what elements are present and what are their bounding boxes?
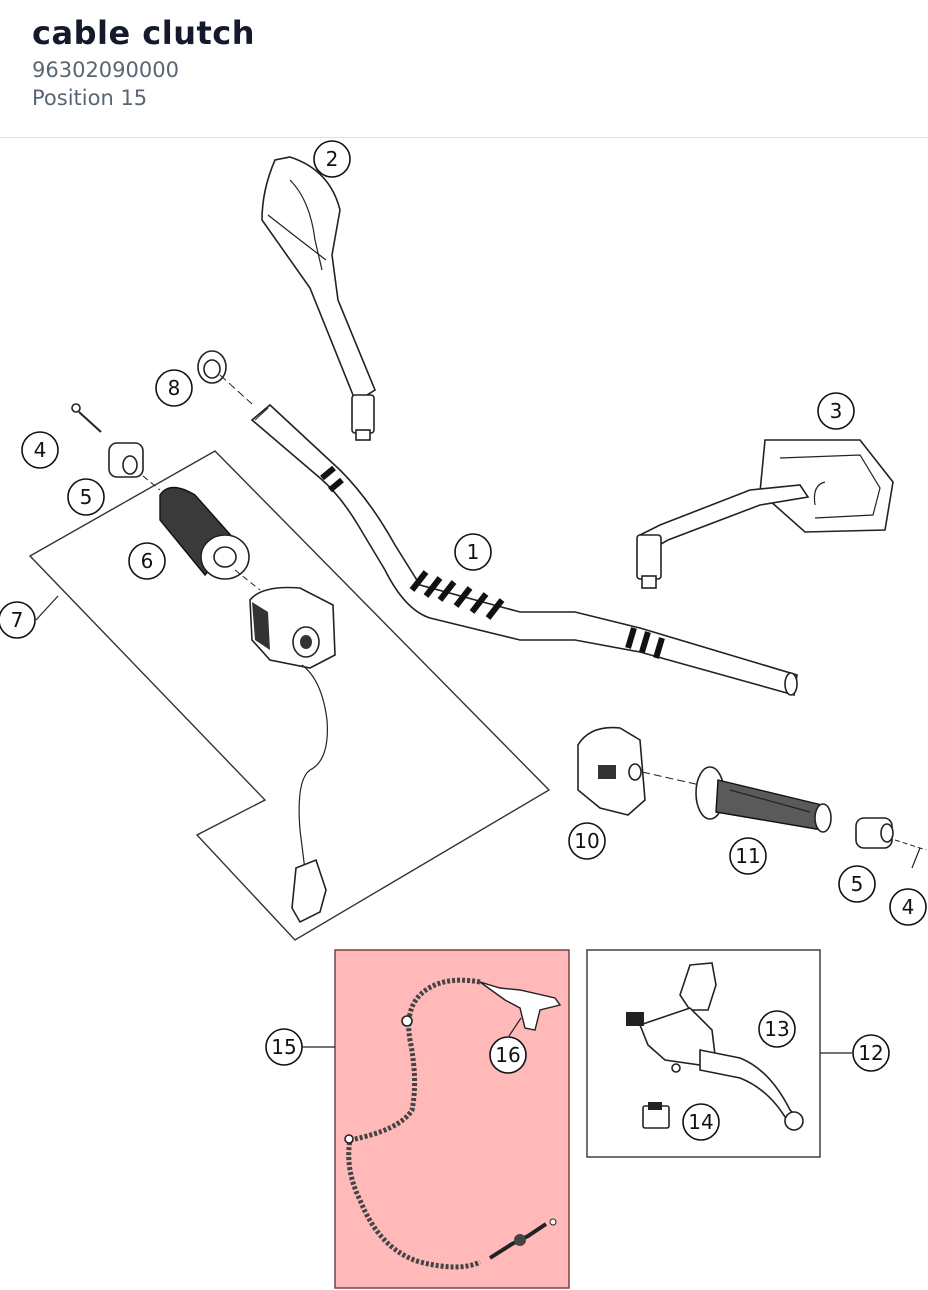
callout-3[interactable]: 3 <box>817 392 855 430</box>
part-title: cable clutch <box>32 14 256 52</box>
svg-text:11: 11 <box>735 844 760 868</box>
svg-text:4: 4 <box>34 438 47 462</box>
svg-text:4: 4 <box>902 895 915 919</box>
callout-16[interactable]: 16 <box>489 1036 527 1074</box>
mirror-right[interactable] <box>636 439 894 589</box>
callout-8[interactable]: 8 <box>155 369 193 407</box>
callout-15[interactable]: 15 <box>265 1028 303 1066</box>
svg-text:6: 6 <box>141 549 154 573</box>
clutch-cable[interactable] <box>344 977 562 1270</box>
svg-text:12: 12 <box>858 1041 883 1065</box>
bar-end-right[interactable] <box>855 817 927 869</box>
svg-text:10: 10 <box>574 829 599 853</box>
svg-text:14: 14 <box>688 1110 713 1134</box>
position-label: Position 15 <box>32 86 148 110</box>
grip-right[interactable] <box>695 766 832 833</box>
clutch-lever[interactable] <box>626 962 804 1131</box>
callout-13[interactable]: 13 <box>758 1010 796 1048</box>
part-number: 96302090000 <box>32 58 179 82</box>
mirror-left[interactable] <box>261 156 376 441</box>
svg-text:15: 15 <box>271 1035 296 1059</box>
svg-text:2: 2 <box>326 147 339 171</box>
callout-14[interactable]: 14 <box>682 1103 720 1141</box>
callout-7[interactable]: 7 <box>0 601 36 639</box>
handlebar[interactable] <box>250 403 798 697</box>
callout-10[interactable]: 10 <box>568 822 606 860</box>
svg-text:5: 5 <box>80 485 93 509</box>
callout-5-left[interactable]: 5 <box>67 478 105 516</box>
callout-6[interactable]: 6 <box>128 542 166 580</box>
svg-text:5: 5 <box>851 872 864 896</box>
bar-plug[interactable] <box>197 350 253 405</box>
bar-end-left[interactable] <box>71 403 161 491</box>
switch-right[interactable] <box>577 726 701 816</box>
grip-left[interactable] <box>159 486 261 591</box>
callout-4-left[interactable]: 4 <box>21 431 59 469</box>
callout-1[interactable]: 1 <box>454 533 492 571</box>
svg-text:8: 8 <box>168 376 181 400</box>
clutch-switch[interactable] <box>642 1102 670 1129</box>
callout-11[interactable]: 11 <box>729 837 767 875</box>
callout-12[interactable]: 12 <box>852 1034 890 1072</box>
svg-text:13: 13 <box>764 1017 789 1041</box>
svg-text:1: 1 <box>467 540 480 564</box>
callout-2[interactable]: 2 <box>313 140 351 178</box>
assembly-outline-7 <box>28 450 551 941</box>
exploded-parts-diagram: 1 2 3 4 4 5 5 6 7 8 10 11 12 13 14 15 16 <box>0 140 927 1289</box>
svg-text:7: 7 <box>11 608 24 632</box>
svg-text:3: 3 <box>830 399 843 423</box>
svg-text:16: 16 <box>495 1043 520 1067</box>
page-header: cable clutch 96302090000 Position 15 <box>0 0 928 138</box>
switch-left[interactable] <box>249 586 336 924</box>
callout-5-right[interactable]: 5 <box>838 865 876 903</box>
callout-4-right[interactable]: 4 <box>889 888 927 926</box>
